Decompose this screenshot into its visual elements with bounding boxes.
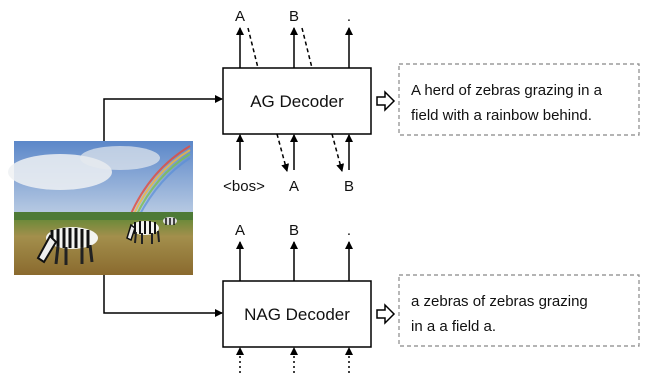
zebra-far [163,217,177,225]
ag-feedback-dash-bottom-2 [331,133,345,172]
ag-output-line-2: field with a rainbow behind. [411,107,592,124]
ag-bottom-token-b: B [344,178,354,195]
connector-photo-to-ag [103,95,223,141]
zebra-left [36,227,98,265]
nag-top-token-period: . [347,222,351,239]
ag-top-token-b: B [289,8,299,25]
nag-decoder-box [222,280,372,348]
ag-output-line-1: A herd of zebras grazing in a [411,82,603,99]
zebra-right [126,221,160,244]
nag-top-token-b: B [289,222,299,239]
nag-output-line-2: in a a field a. [411,318,496,335]
ag-top-token-period: . [347,8,351,25]
connector-photo-to-nag [103,275,223,317]
ag-output-box [398,63,640,136]
nag-output-box [398,274,640,347]
nag-decoder-label: NAG Decoder [244,305,350,324]
ag-feedback-dash-top-1 [247,27,259,69]
ag-result-arrow-icon [376,90,396,112]
ag-top-token-a: A [235,8,245,25]
nag-result-arrow-icon [376,303,396,325]
nag-output-line-1: a zebras of zebras grazing [411,293,588,310]
ag-feedback-dash-bottom-1 [276,133,290,172]
ag-decoder-label: AG Decoder [250,92,344,111]
ag-decoder-box [222,67,372,135]
nag-top-token-a: A [235,222,245,239]
ag-bottom-token-bos: <bos> [223,178,265,195]
ag-bottom-token-a: A [289,178,299,195]
zebra-photo [8,141,193,275]
ag-feedback-dash-top-2 [301,27,313,69]
